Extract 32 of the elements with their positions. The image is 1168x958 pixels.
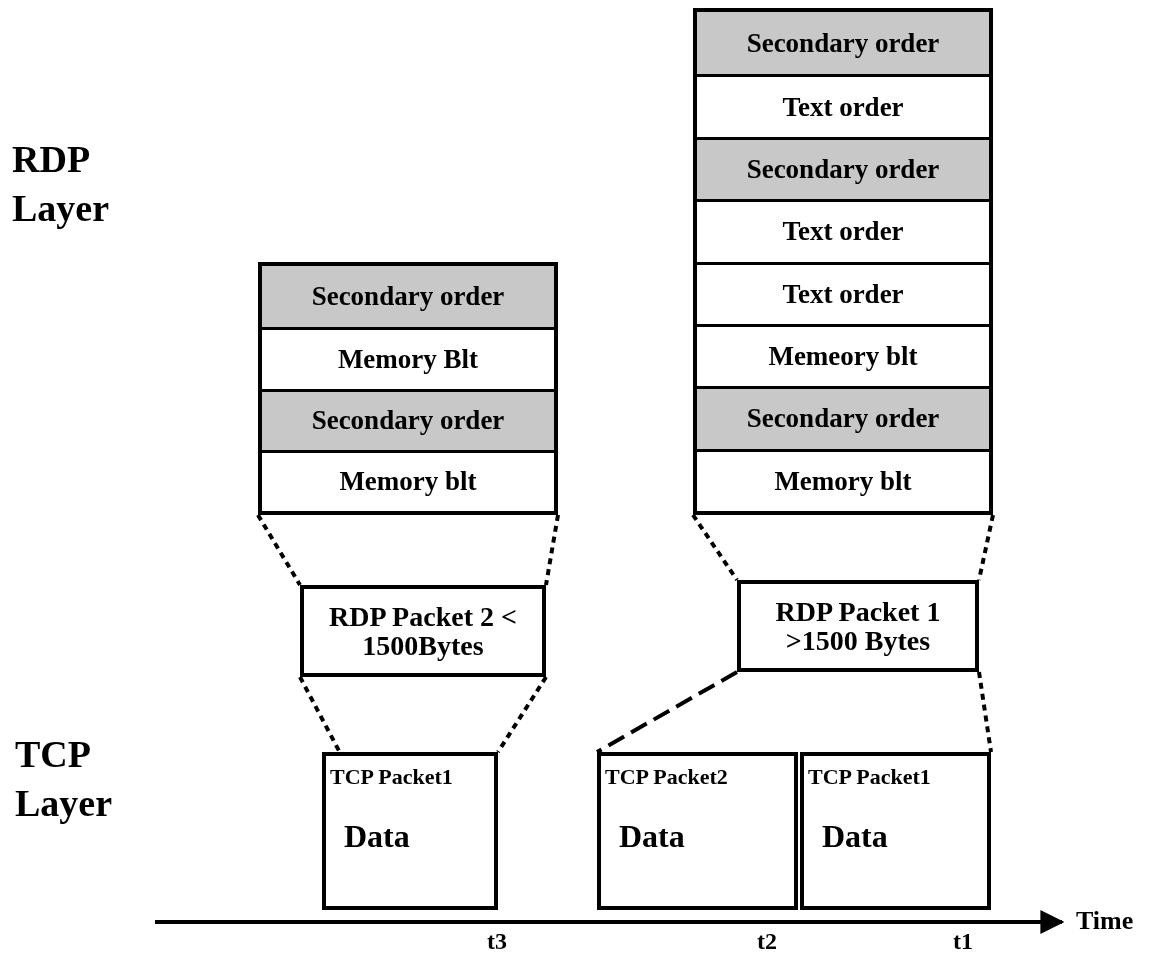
packet-box: RDP Packet 2 < 1500Bytes (300, 585, 546, 677)
expansion-line (977, 514, 995, 581)
order-row: Secondary order (262, 388, 554, 450)
tcp-packet-box (322, 752, 498, 910)
order-row: Secondary order (697, 12, 989, 75)
packet-stack (258, 262, 558, 515)
tcp-packet-box (800, 752, 991, 910)
order-row: Secondary order (697, 136, 989, 200)
packet-stack (693, 8, 993, 515)
packet-title: TCP Packet1 (330, 764, 453, 790)
packet-title: TCP Packet2 (605, 764, 728, 790)
time-mark: t2 (757, 928, 777, 955)
tcp-packet-box (597, 752, 798, 910)
layer-label: TCP Layer (15, 732, 114, 827)
packet-box: RDP Packet 1 >1500 Bytes (737, 580, 979, 672)
expansion-line (298, 676, 342, 753)
time-mark: t3 (487, 928, 507, 955)
expansion-line (596, 670, 738, 754)
expansion-line (496, 675, 548, 754)
time-mark: t1 (953, 928, 973, 955)
expansion-line (256, 513, 302, 587)
order-row: Secondary order (262, 266, 554, 328)
layer-label: RDP Layer (12, 137, 111, 232)
expansion-line (977, 671, 993, 753)
order-row: Secondary order (697, 386, 989, 449)
packet-title: TCP Packet1 (808, 764, 931, 790)
data-text: Data (344, 818, 410, 855)
data-text: Data (619, 818, 685, 855)
expansion-line (544, 514, 560, 586)
data-text: Data (822, 818, 888, 855)
expansion-line (691, 513, 739, 582)
axis-label: Time (1076, 906, 1134, 936)
